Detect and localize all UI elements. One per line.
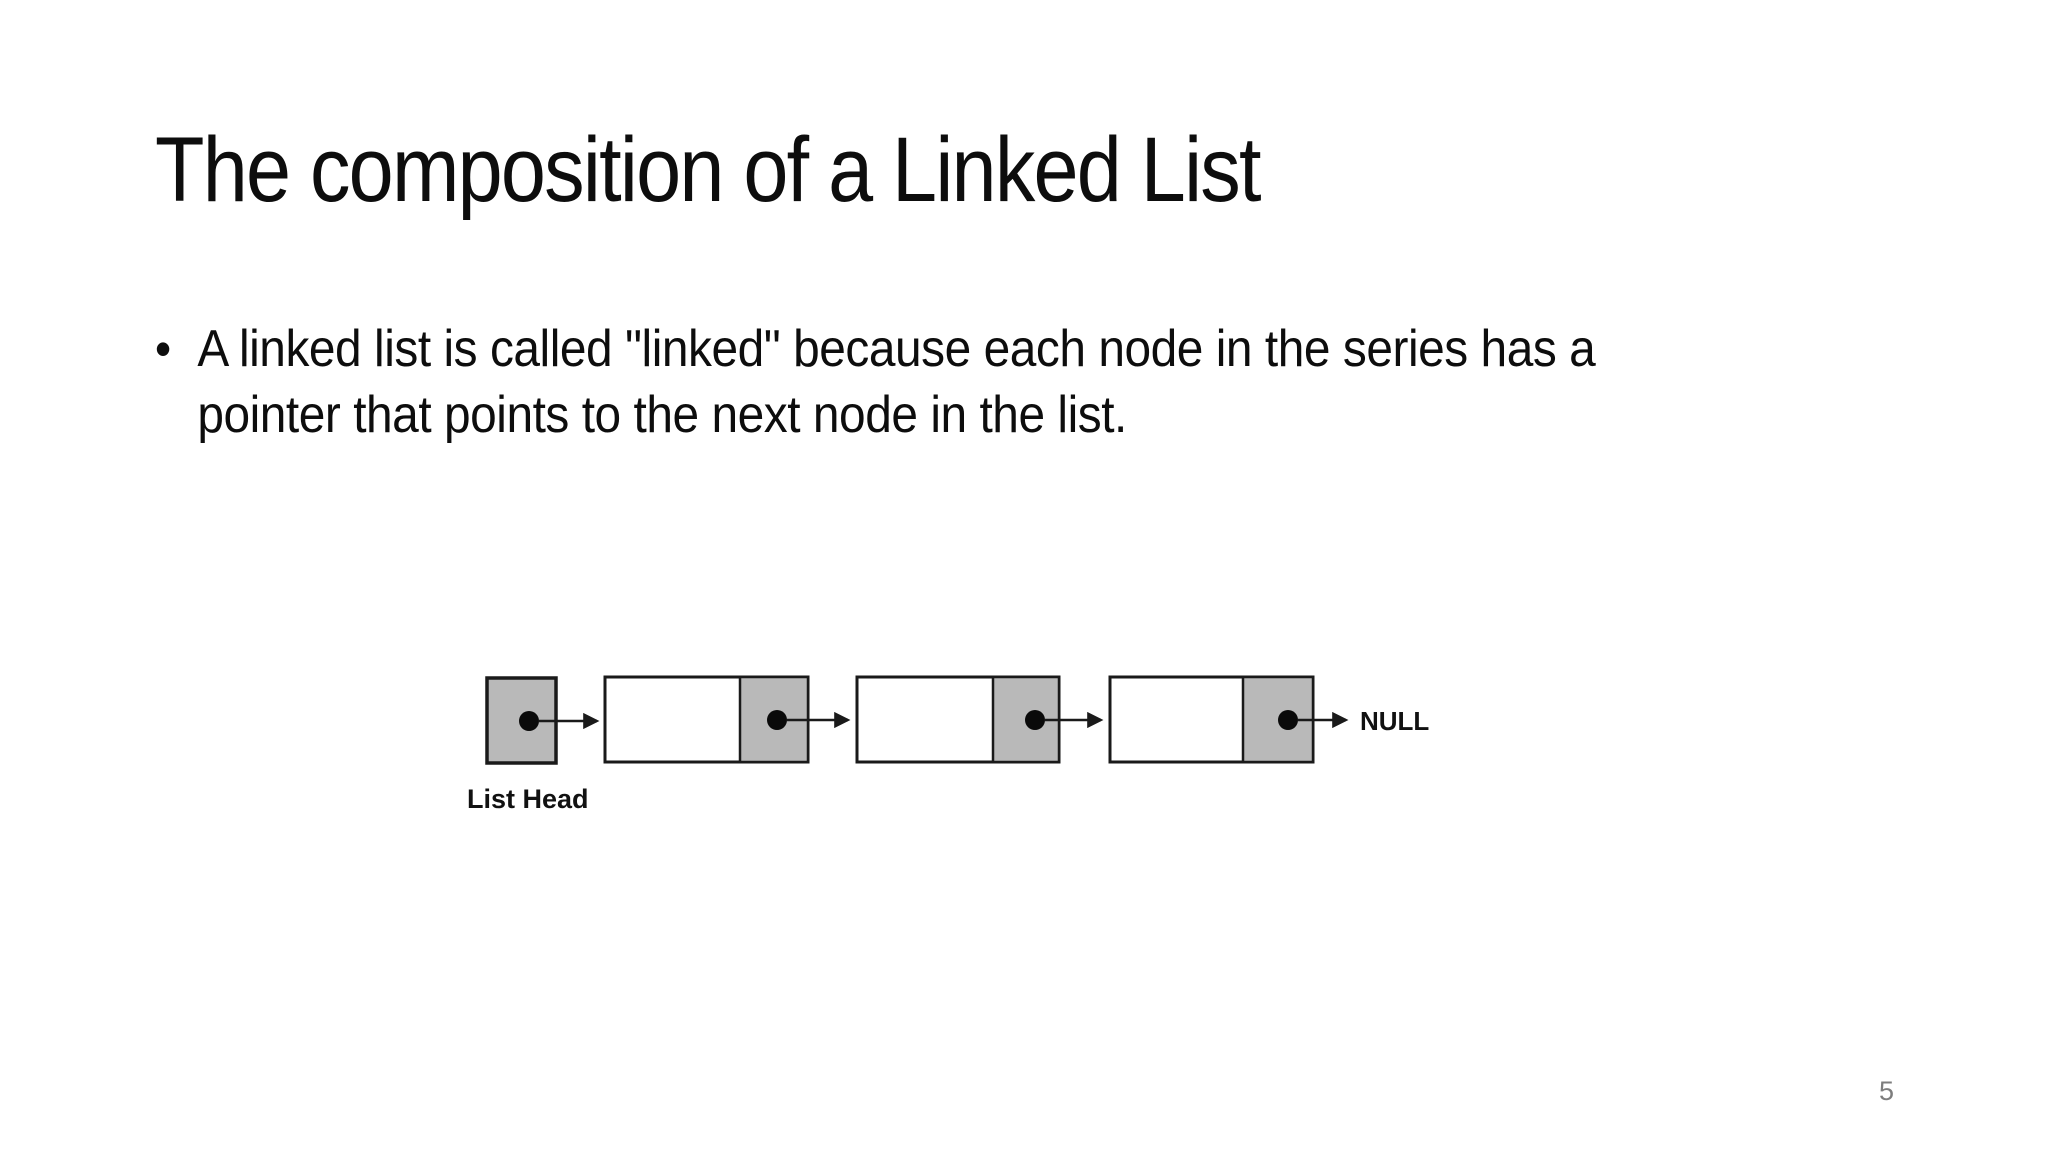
node-3-pointer-dot xyxy=(1278,710,1298,730)
bullet-marker: • xyxy=(155,321,172,377)
page-number: 5 xyxy=(1878,1076,1894,1106)
bullet-text: A linked list is called "linked" because… xyxy=(197,316,1595,448)
list-head-label: List Head xyxy=(467,784,589,814)
node-2-pointer-dot xyxy=(1025,710,1045,730)
node-1-pointer-dot xyxy=(767,710,787,730)
null-label: NULL xyxy=(1360,706,1429,736)
bullet-line: pointer that points to the next node in … xyxy=(197,386,1127,444)
bullet-item: • A linked list is called "linked" becau… xyxy=(155,316,1866,448)
slide-title: The composition of a Linked List xyxy=(155,119,1262,221)
bullet-line: A linked list is called "linked" because… xyxy=(197,320,1596,378)
node-2 xyxy=(855,675,1104,764)
list-head-box xyxy=(485,676,600,765)
node-1 xyxy=(603,675,851,764)
node-3 xyxy=(1108,675,1349,764)
linked-list-diagram: List Head NULL xyxy=(467,675,1429,814)
list-head-pointer-dot xyxy=(519,711,539,731)
